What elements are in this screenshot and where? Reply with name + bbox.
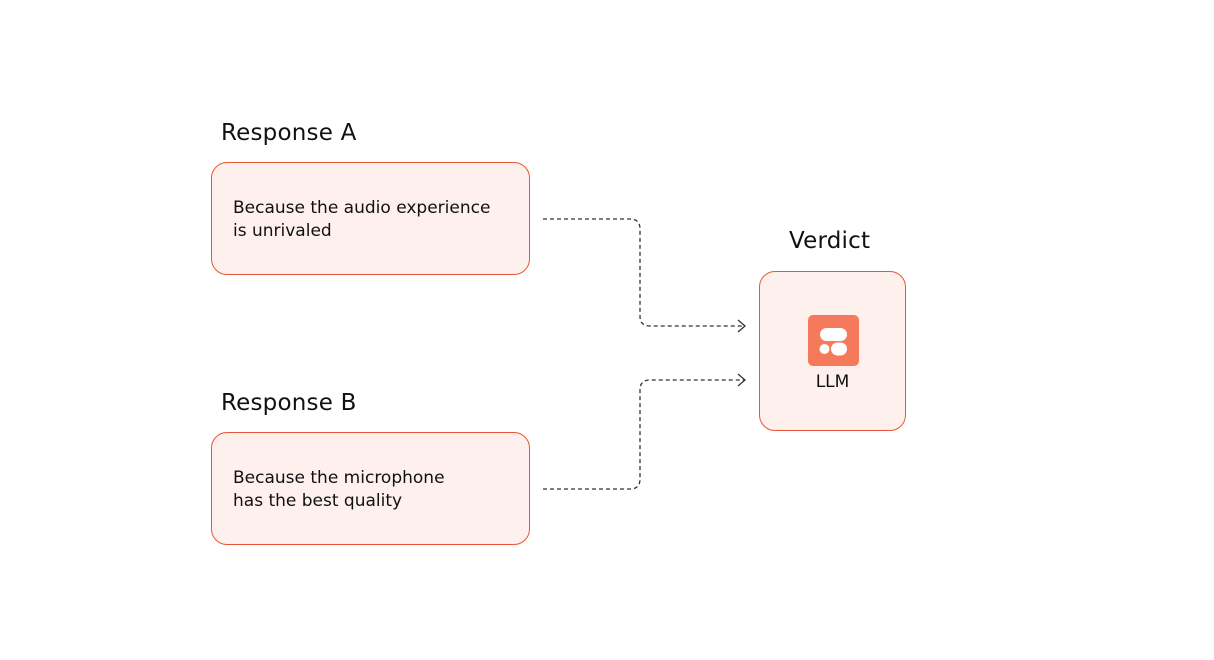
llm-label: LLM	[815, 372, 850, 392]
verdict-heading: Verdict	[789, 228, 871, 254]
verdict-box: LLM	[759, 271, 906, 431]
response-a-text: Because the audio experience is unrivale…	[233, 197, 490, 243]
response-a-box: Because the audio experience is unrivale…	[211, 162, 530, 275]
response-b-heading: Response B	[221, 390, 357, 416]
response-b-box: Because the microphone has the best qual…	[211, 432, 530, 545]
arrowhead-a-icon	[737, 319, 746, 333]
response-b-text-line2: has the best quality	[233, 491, 403, 511]
connector-b-to-verdict	[543, 379, 744, 490]
llm-logo-icon	[808, 315, 859, 366]
response-b-text-line1: Because the microphone	[233, 468, 445, 488]
response-a-text-line2: is unrivaled	[233, 221, 332, 241]
connector-a-to-verdict	[543, 218, 744, 327]
response-a-text-line1: Because the audio experience	[233, 198, 491, 218]
arrowhead-b-icon	[737, 373, 746, 387]
response-a-heading: Response A	[221, 120, 357, 146]
response-b-text: Because the microphone has the best qual…	[233, 467, 445, 513]
